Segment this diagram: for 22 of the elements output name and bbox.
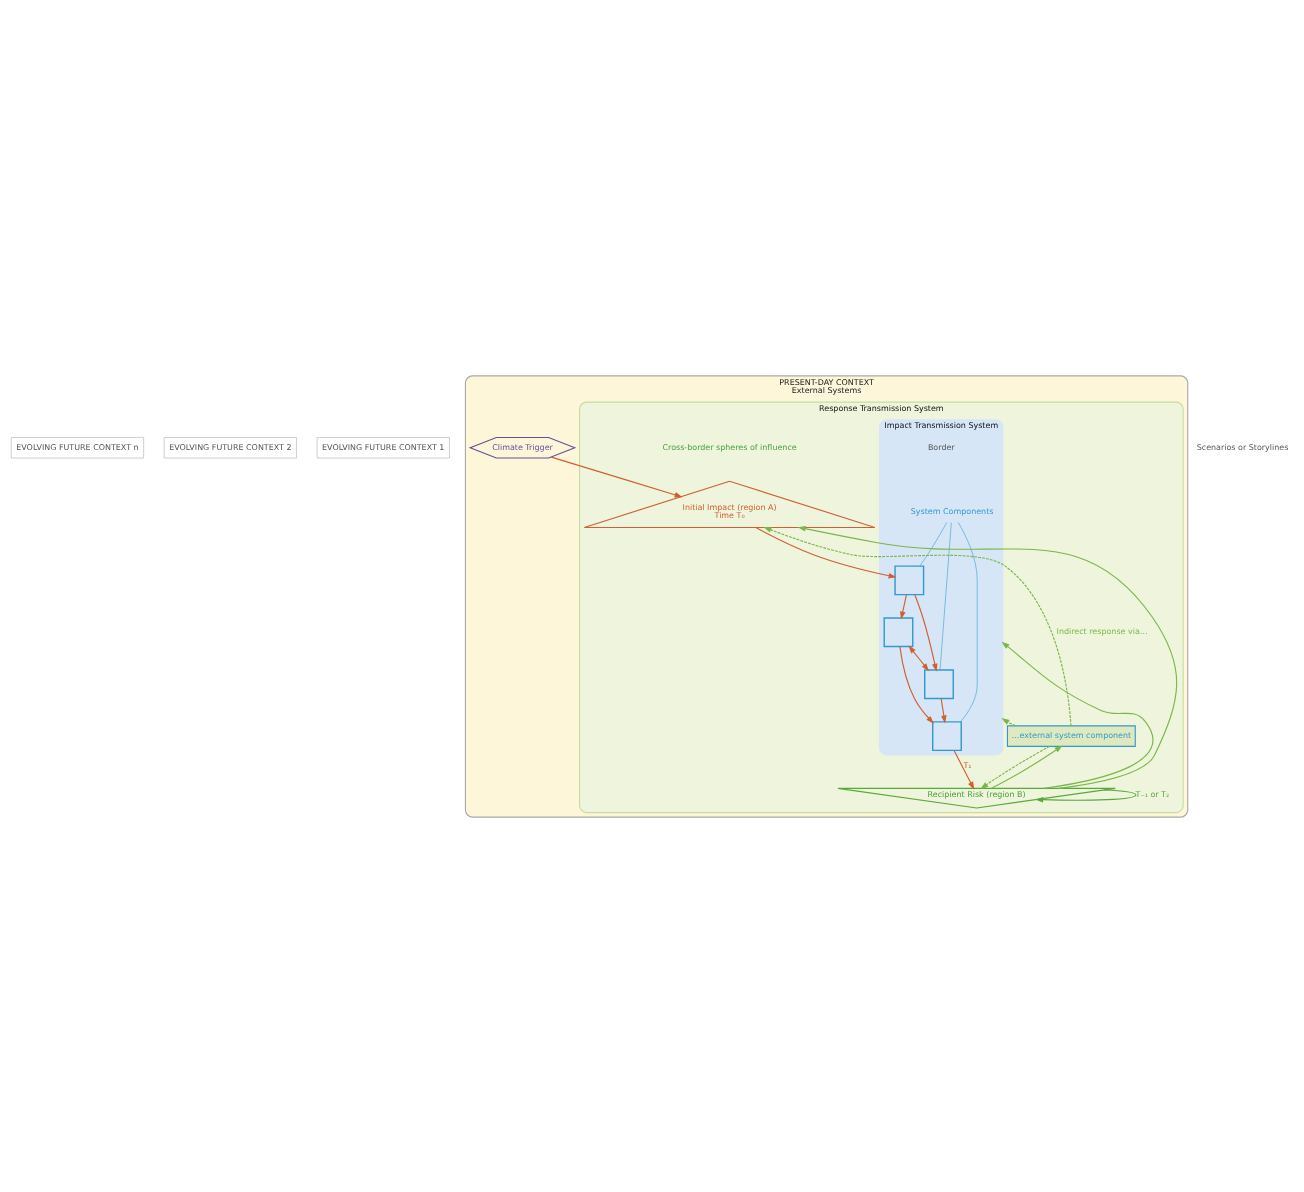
connector	[939, 521, 952, 670]
node-box	[883, 616, 914, 647]
arrow	[797, 525, 1178, 789]
arrow	[1001, 641, 1154, 789]
arrow	[908, 644, 929, 671]
arrow	[940, 697, 947, 723]
connector	[958, 521, 978, 722]
arrow	[1035, 788, 1137, 802]
arrow	[1001, 717, 1016, 726]
connector	[919, 521, 947, 566]
arrow	[755, 526, 897, 578]
arrow	[900, 593, 907, 620]
arrow	[550, 456, 683, 497]
node-box	[894, 564, 925, 595]
arrow	[914, 593, 938, 672]
arrow	[763, 526, 1072, 726]
arrow	[980, 745, 1050, 789]
arrow	[899, 645, 934, 724]
arrow	[990, 745, 1063, 789]
node-box	[932, 720, 962, 751]
node-box	[924, 668, 954, 699]
arrow	[953, 749, 975, 790]
